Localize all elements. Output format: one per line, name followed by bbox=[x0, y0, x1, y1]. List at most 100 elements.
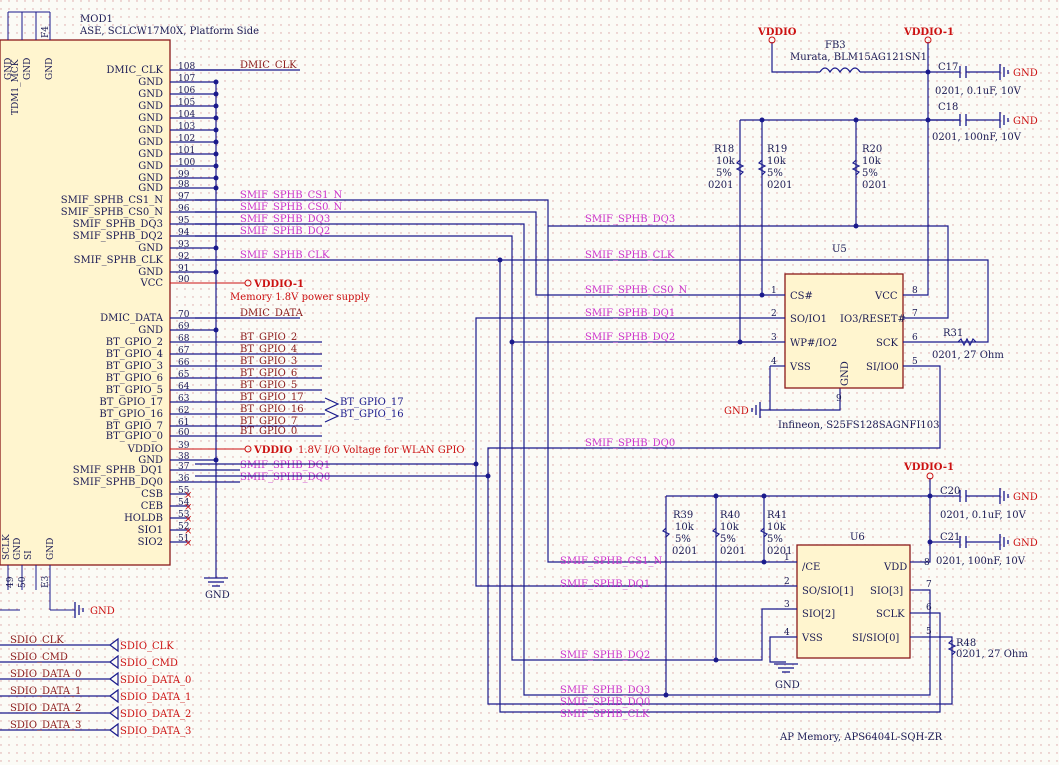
u5-ref: U5 bbox=[832, 244, 847, 255]
sdio-port-label: SDIO_DATA_2 bbox=[120, 709, 191, 720]
middle-net-labels: SMIF_SPHB_DQ3 SMIF_SPHB_CLK SMIF_SPHB_CS… bbox=[560, 214, 687, 720]
r39-v3: 0201 bbox=[672, 546, 697, 557]
mod1-net-label: SMIF_SPHB_DQ1 bbox=[240, 460, 330, 471]
mod1-pin-number: 53 bbox=[178, 510, 190, 520]
r18-v1: 10k bbox=[716, 156, 736, 167]
mod1-pin-name: SMIF_SPHB_DQ0 bbox=[73, 477, 163, 488]
u5-pin1-num: 1 bbox=[771, 286, 777, 296]
mod1-pin-name: BT_GPIO_7 bbox=[106, 421, 163, 432]
sdio-net-name: SDIO_DATA_3 bbox=[10, 720, 81, 731]
mod1-pin-name: BT_GPIO_4 bbox=[106, 349, 163, 360]
u5-body bbox=[784, 273, 904, 389]
mod1-net-label: DMIC_DATA bbox=[240, 308, 304, 319]
u5-pin6-name: SCK bbox=[876, 338, 899, 349]
u5-pin7-num: 7 bbox=[912, 309, 918, 319]
vddio1-label-top: VDDIO-1 bbox=[903, 27, 954, 38]
mod1-pin-number: 64 bbox=[178, 382, 190, 392]
c20-gnd: GND bbox=[1013, 492, 1038, 503]
u5-pin4-num: 4 bbox=[771, 357, 777, 367]
ground-symbol-u5 bbox=[751, 402, 761, 418]
mod1-net-label: BT_GPIO_4 bbox=[240, 344, 297, 355]
r18-v2: 5% bbox=[716, 168, 732, 179]
bt-gpio-16-port-label: BT_GPIO_16 bbox=[340, 409, 404, 420]
vddio1-flag-top bbox=[924, 36, 932, 44]
vddio-flag-top bbox=[768, 36, 776, 44]
sdio-port-arrow bbox=[109, 722, 119, 738]
u6-pin6-num: 6 bbox=[926, 603, 932, 613]
fb3-ref: FB3 bbox=[825, 40, 846, 51]
ground-label-u6: GND bbox=[775, 680, 800, 691]
u5-pin6-num: 6 bbox=[912, 333, 918, 343]
bt-gpio-17-port-label: BT_GPIO_17 bbox=[340, 397, 404, 408]
u5-pin5-name: SI/IO0 bbox=[866, 362, 899, 373]
mod1-pin-name: GND bbox=[138, 243, 163, 254]
u5-chip: U5 1 CS# 2 SO/IO1 3 WP#/IO2 4 VSS 8 VCC … bbox=[724, 244, 1004, 431]
u6-pin7-num: 7 bbox=[926, 580, 932, 590]
u6-pin3-name: SIO[2] bbox=[802, 609, 835, 620]
mod1-pin-name: GND bbox=[138, 161, 163, 172]
mod1-pin-name: GND bbox=[138, 77, 163, 88]
mod1-pin-number: 105 bbox=[178, 98, 195, 108]
mod1-net-label: BT_GPIO_6 bbox=[240, 368, 297, 379]
mod1-bottom-pin-5: E3 bbox=[41, 575, 51, 588]
mod1-pin-name: SMIF_SPHB_DQ3 bbox=[73, 219, 163, 230]
u6-pin7-name: SIO[3] bbox=[870, 586, 903, 597]
mod1-bottom-pin-2: GND bbox=[13, 538, 23, 560]
mod1-bottom-num-2: 50 bbox=[18, 576, 28, 588]
u6-pin1-num: 1 bbox=[784, 553, 790, 563]
u5-pin8-name: VCC bbox=[874, 291, 898, 302]
sdio-port-arrow bbox=[109, 705, 119, 721]
mod1-top-pins bbox=[7, 11, 51, 40]
mod1-pin-name: CEB bbox=[141, 501, 163, 512]
mod1-pin-name: VDDIO bbox=[127, 444, 163, 455]
mod1-pin-name: VCC bbox=[139, 278, 163, 289]
r20-v1: 10k bbox=[862, 156, 882, 167]
junction-dots bbox=[213, 69, 933, 698]
mod1-pin-name: SMIF_SPHB_DQ2 bbox=[73, 231, 163, 242]
r20-v3: 0201 bbox=[862, 180, 887, 191]
mod1-pin-number: 108 bbox=[178, 62, 195, 72]
sdio-port-arrow bbox=[109, 637, 119, 653]
wires bbox=[0, 42, 989, 731]
mod1-net-label: SMIF_SPHB_CS0_N bbox=[240, 202, 342, 213]
u5-pin7-name: IO3/RESET# bbox=[840, 314, 906, 325]
r18-ref: R18 bbox=[714, 144, 734, 155]
resistors-u5: R18 10k 5% 0201 R19 10k 5% 0201 R20 10k … bbox=[708, 144, 887, 191]
mod1-pin-name: BT_GPIO_0 bbox=[106, 431, 163, 442]
c17-ref: C17 bbox=[938, 62, 958, 73]
mod1-pin-number: 95 bbox=[178, 216, 190, 226]
u6-section: VDDIO-1 C20 0201, 0.1uF, 10V GND C21 020… bbox=[661, 462, 1038, 743]
u6-pin5-num: 5 bbox=[926, 627, 932, 637]
fb3-value: Murata, BLM15AG121SN1 bbox=[790, 52, 927, 63]
sdio-port-list: SDIO_CLKSDIO_CLKSDIO_CMDSDIO_CMDSDIO_DAT… bbox=[10, 635, 191, 738]
r19-ref: R19 bbox=[767, 144, 787, 155]
mod1-pin-name: GND bbox=[138, 113, 163, 124]
mod1-pin-number: 96 bbox=[178, 204, 190, 214]
sdio-port-arrow bbox=[109, 671, 119, 687]
u5-pin4-name: VSS bbox=[789, 362, 811, 373]
mod1-pin-name: SMIF_SPHB_CS0_N bbox=[61, 207, 163, 218]
mod1-pin-number: 61 bbox=[178, 418, 189, 428]
r39-v2: 5% bbox=[675, 534, 691, 545]
vddio1-flag-u6 bbox=[926, 472, 934, 480]
ground-symbol-mod1 bbox=[74, 602, 84, 618]
mod1-pin-number: 102 bbox=[178, 134, 195, 144]
no-connect-mark: × bbox=[184, 490, 192, 501]
r31-value: 0201, 27 Ohm bbox=[932, 350, 1004, 361]
r40-v3: 0201 bbox=[720, 546, 745, 557]
mod1-net-label: SMIF_SPHB_DQ2 bbox=[240, 226, 330, 237]
u5-pin1-name: CS# bbox=[790, 291, 813, 302]
r48-resistor bbox=[947, 639, 957, 656]
mod1-net-label: SMIF_SPHB_CS1_N bbox=[240, 190, 342, 201]
mod1-pin-name: DMIC_CLK bbox=[106, 65, 163, 76]
mod1-pin-number: 101 bbox=[178, 146, 195, 156]
mod1-pin-number: 107 bbox=[178, 74, 195, 84]
mod1-net-label: BT_GPIO_3 bbox=[240, 356, 297, 367]
mod1-pin-name: GND bbox=[138, 137, 163, 148]
mod1-net-label: SMIF_SPHB_DQ3 bbox=[240, 214, 330, 225]
sdio-port-arrow bbox=[109, 688, 119, 704]
u6-pin4-num: 4 bbox=[784, 628, 790, 638]
no-connect-mark: × bbox=[184, 502, 192, 513]
mod1-net-label: BT_GPIO_17 bbox=[240, 392, 304, 403]
u6-pin8-num: 8 bbox=[924, 558, 930, 568]
